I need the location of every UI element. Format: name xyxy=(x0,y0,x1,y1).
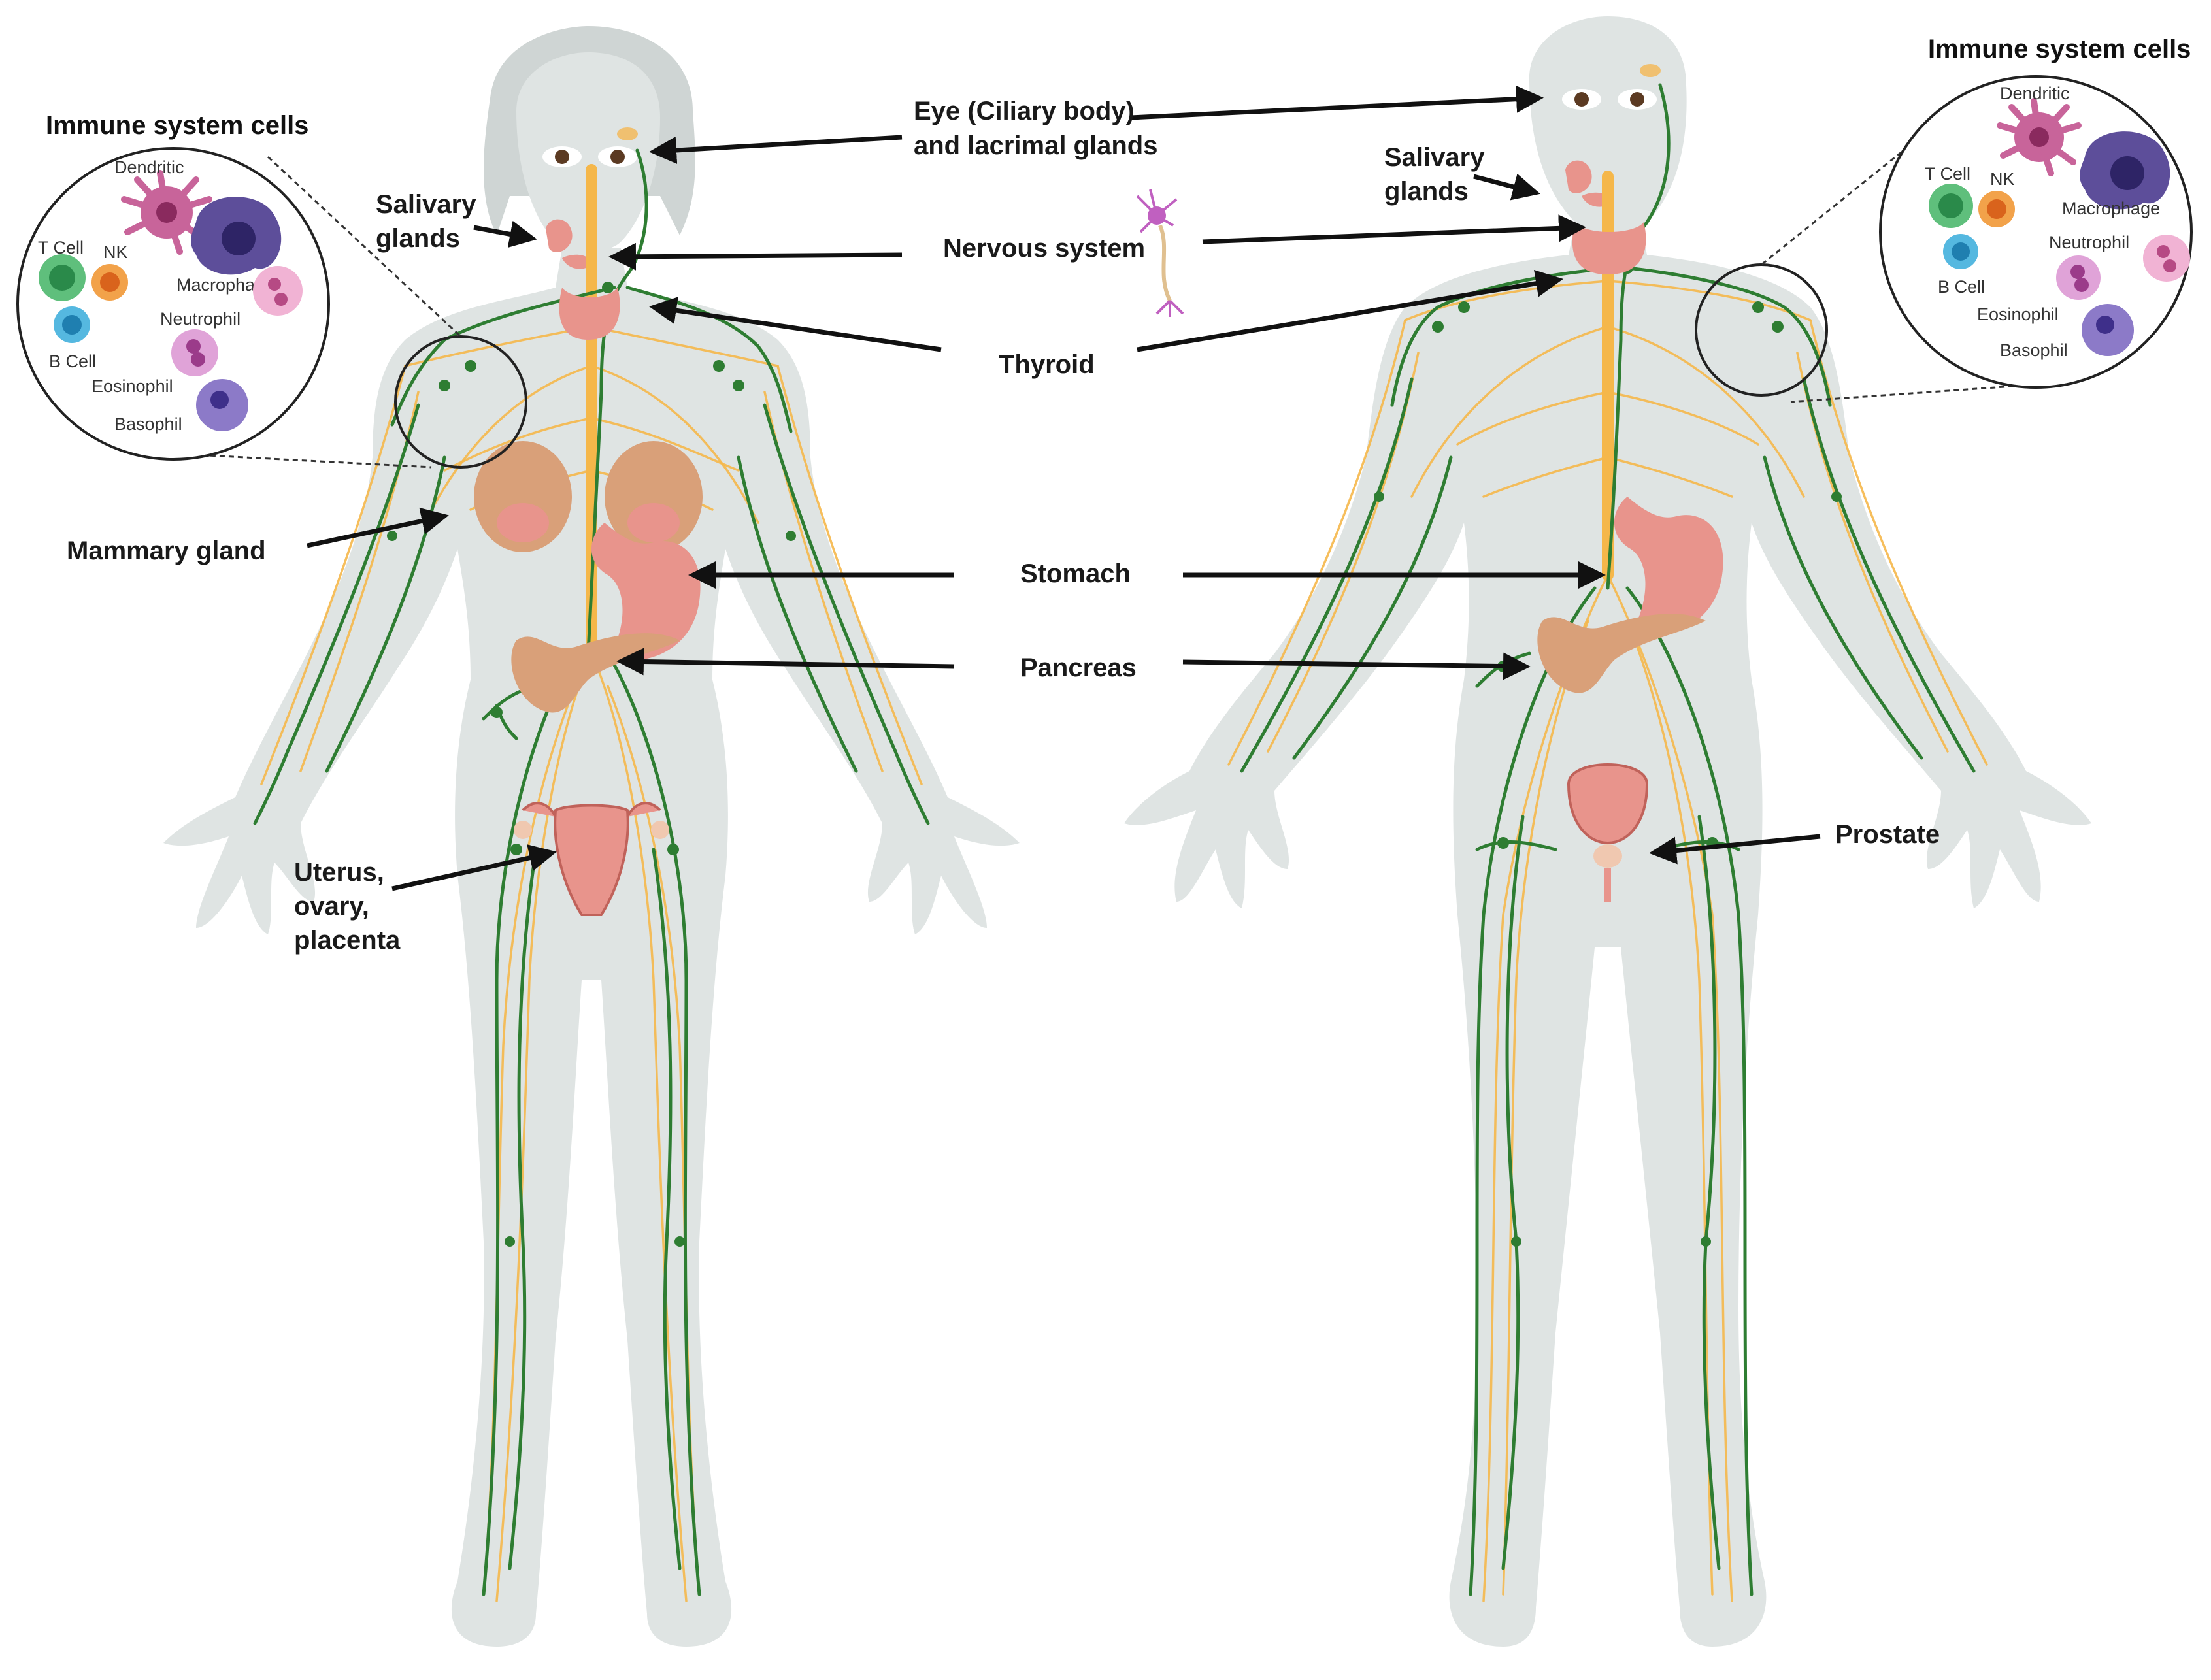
left-zoom-indicator xyxy=(182,156,527,469)
label-salivary-left-2: glands xyxy=(376,224,460,253)
arrow-nervous-right xyxy=(1202,214,1586,244)
label-nervous-system: Nervous system xyxy=(943,234,1145,263)
label-salivary-right-1: Salivary xyxy=(1384,143,1485,172)
female-mammary-glands xyxy=(474,441,703,552)
female-thyroid xyxy=(559,288,620,340)
male-pancreas xyxy=(1537,614,1706,693)
right-macrophage-label: Macrophage xyxy=(2062,199,2160,218)
arrow-eye-left xyxy=(649,135,903,164)
female-salivary-glands xyxy=(546,219,591,269)
left-t-cell-label: T Cell xyxy=(38,238,84,257)
left-b-cell-label: B Cell xyxy=(49,352,96,371)
label-thyroid: Thyroid xyxy=(999,350,1095,379)
label-stomach: Stomach xyxy=(1020,559,1131,588)
right-nk-label: NK xyxy=(1990,169,2015,189)
label-mammary-gland: Mammary gland xyxy=(67,536,266,565)
right-t-cell-label: T Cell xyxy=(1925,164,1970,184)
male-body xyxy=(1124,16,2091,1647)
right-basophil-label: Basophil xyxy=(2000,340,2068,360)
left-neutrophil-label: Neutrophil xyxy=(160,309,241,329)
female-lacrimal-gland xyxy=(617,127,638,140)
male-salivary-glands xyxy=(1565,160,1611,207)
male-silhouette xyxy=(1124,222,2091,1647)
female-right-ovary xyxy=(651,821,669,839)
arrow-nervous-left xyxy=(608,242,903,271)
left-basophil-label: Basophil xyxy=(114,414,182,434)
left-nk-label: NK xyxy=(103,242,128,262)
female-head xyxy=(516,52,660,252)
label-uterus-2: ovary, xyxy=(294,892,369,921)
callout-arrows xyxy=(307,85,1821,891)
arrow-pancreas-left xyxy=(616,648,955,676)
male-prostate xyxy=(1593,844,1622,868)
arrow-prostate xyxy=(1649,834,1821,865)
male-eyes xyxy=(1562,64,1661,110)
right-immune-cells-panel: Immune system cells Dendritic Macrophage… xyxy=(1879,35,2193,389)
right-dendritic-cell xyxy=(1997,98,2082,176)
arrow-thyroid-right xyxy=(1137,270,1563,352)
arrow-uterus xyxy=(391,844,557,891)
label-eye-line1: Eye (Ciliary body) xyxy=(914,97,1135,125)
male-bladder-prostate xyxy=(1567,763,1649,902)
arrow-pancreas-right xyxy=(1182,652,1531,680)
left-dendritic-cell xyxy=(121,170,212,255)
right-b-cell-label: B Cell xyxy=(1938,277,1985,297)
female-left-ovary xyxy=(514,821,532,839)
neuron-icon xyxy=(1136,189,1184,317)
left-dendritic-label: Dendritic xyxy=(114,157,184,177)
left-neutrophil-cell xyxy=(253,266,303,316)
female-silhouette xyxy=(163,248,1020,1647)
male-stomach xyxy=(1614,497,1723,635)
right-dendritic-label: Dendritic xyxy=(2000,84,2070,103)
female-lymphatic-vessels xyxy=(253,148,930,1596)
label-uterus-3: placenta xyxy=(294,926,401,955)
male-lacrimal-gland xyxy=(1640,64,1661,77)
label-salivary-left-1: Salivary xyxy=(376,190,476,219)
right-panel-title: Immune system cells xyxy=(1928,35,2191,63)
female-uterus-ovary xyxy=(522,802,661,916)
left-macrophage-cell xyxy=(191,197,282,275)
label-eye-line2: and lacrimal glands xyxy=(914,131,1157,160)
label-pancreas: Pancreas xyxy=(1020,653,1137,682)
arrow-eye-right xyxy=(1130,85,1544,120)
left-panel-title: Immune system cells xyxy=(46,111,308,140)
female-body xyxy=(163,26,1020,1647)
left-immune-cells-panel: Immune system cells Dendritic Macrophage… xyxy=(16,111,330,461)
right-neutrophil-label: Neutrophil xyxy=(2049,233,2129,252)
female-eyes xyxy=(542,127,638,167)
label-prostate: Prostate xyxy=(1835,820,1940,849)
arrow-salivary-right xyxy=(1473,173,1540,201)
arrow-salivary-left xyxy=(473,220,537,248)
left-eosinophil-label: Eosinophil xyxy=(91,376,173,396)
right-macrophage-cell xyxy=(2080,131,2170,210)
right-eosinophil-label: Eosinophil xyxy=(1977,305,2059,324)
label-salivary-right-2: glands xyxy=(1384,177,1469,206)
right-neutrophil-cell xyxy=(2143,235,2190,282)
female-stomach xyxy=(591,523,701,661)
callout-labels: Eye (Ciliary body) and lacrimal glands S… xyxy=(67,97,1940,955)
male-thyroid xyxy=(1572,222,1646,274)
arrow-mammary xyxy=(307,507,449,548)
arrow-thyroid-left xyxy=(649,297,942,352)
label-uterus-1: Uterus, xyxy=(294,858,384,887)
